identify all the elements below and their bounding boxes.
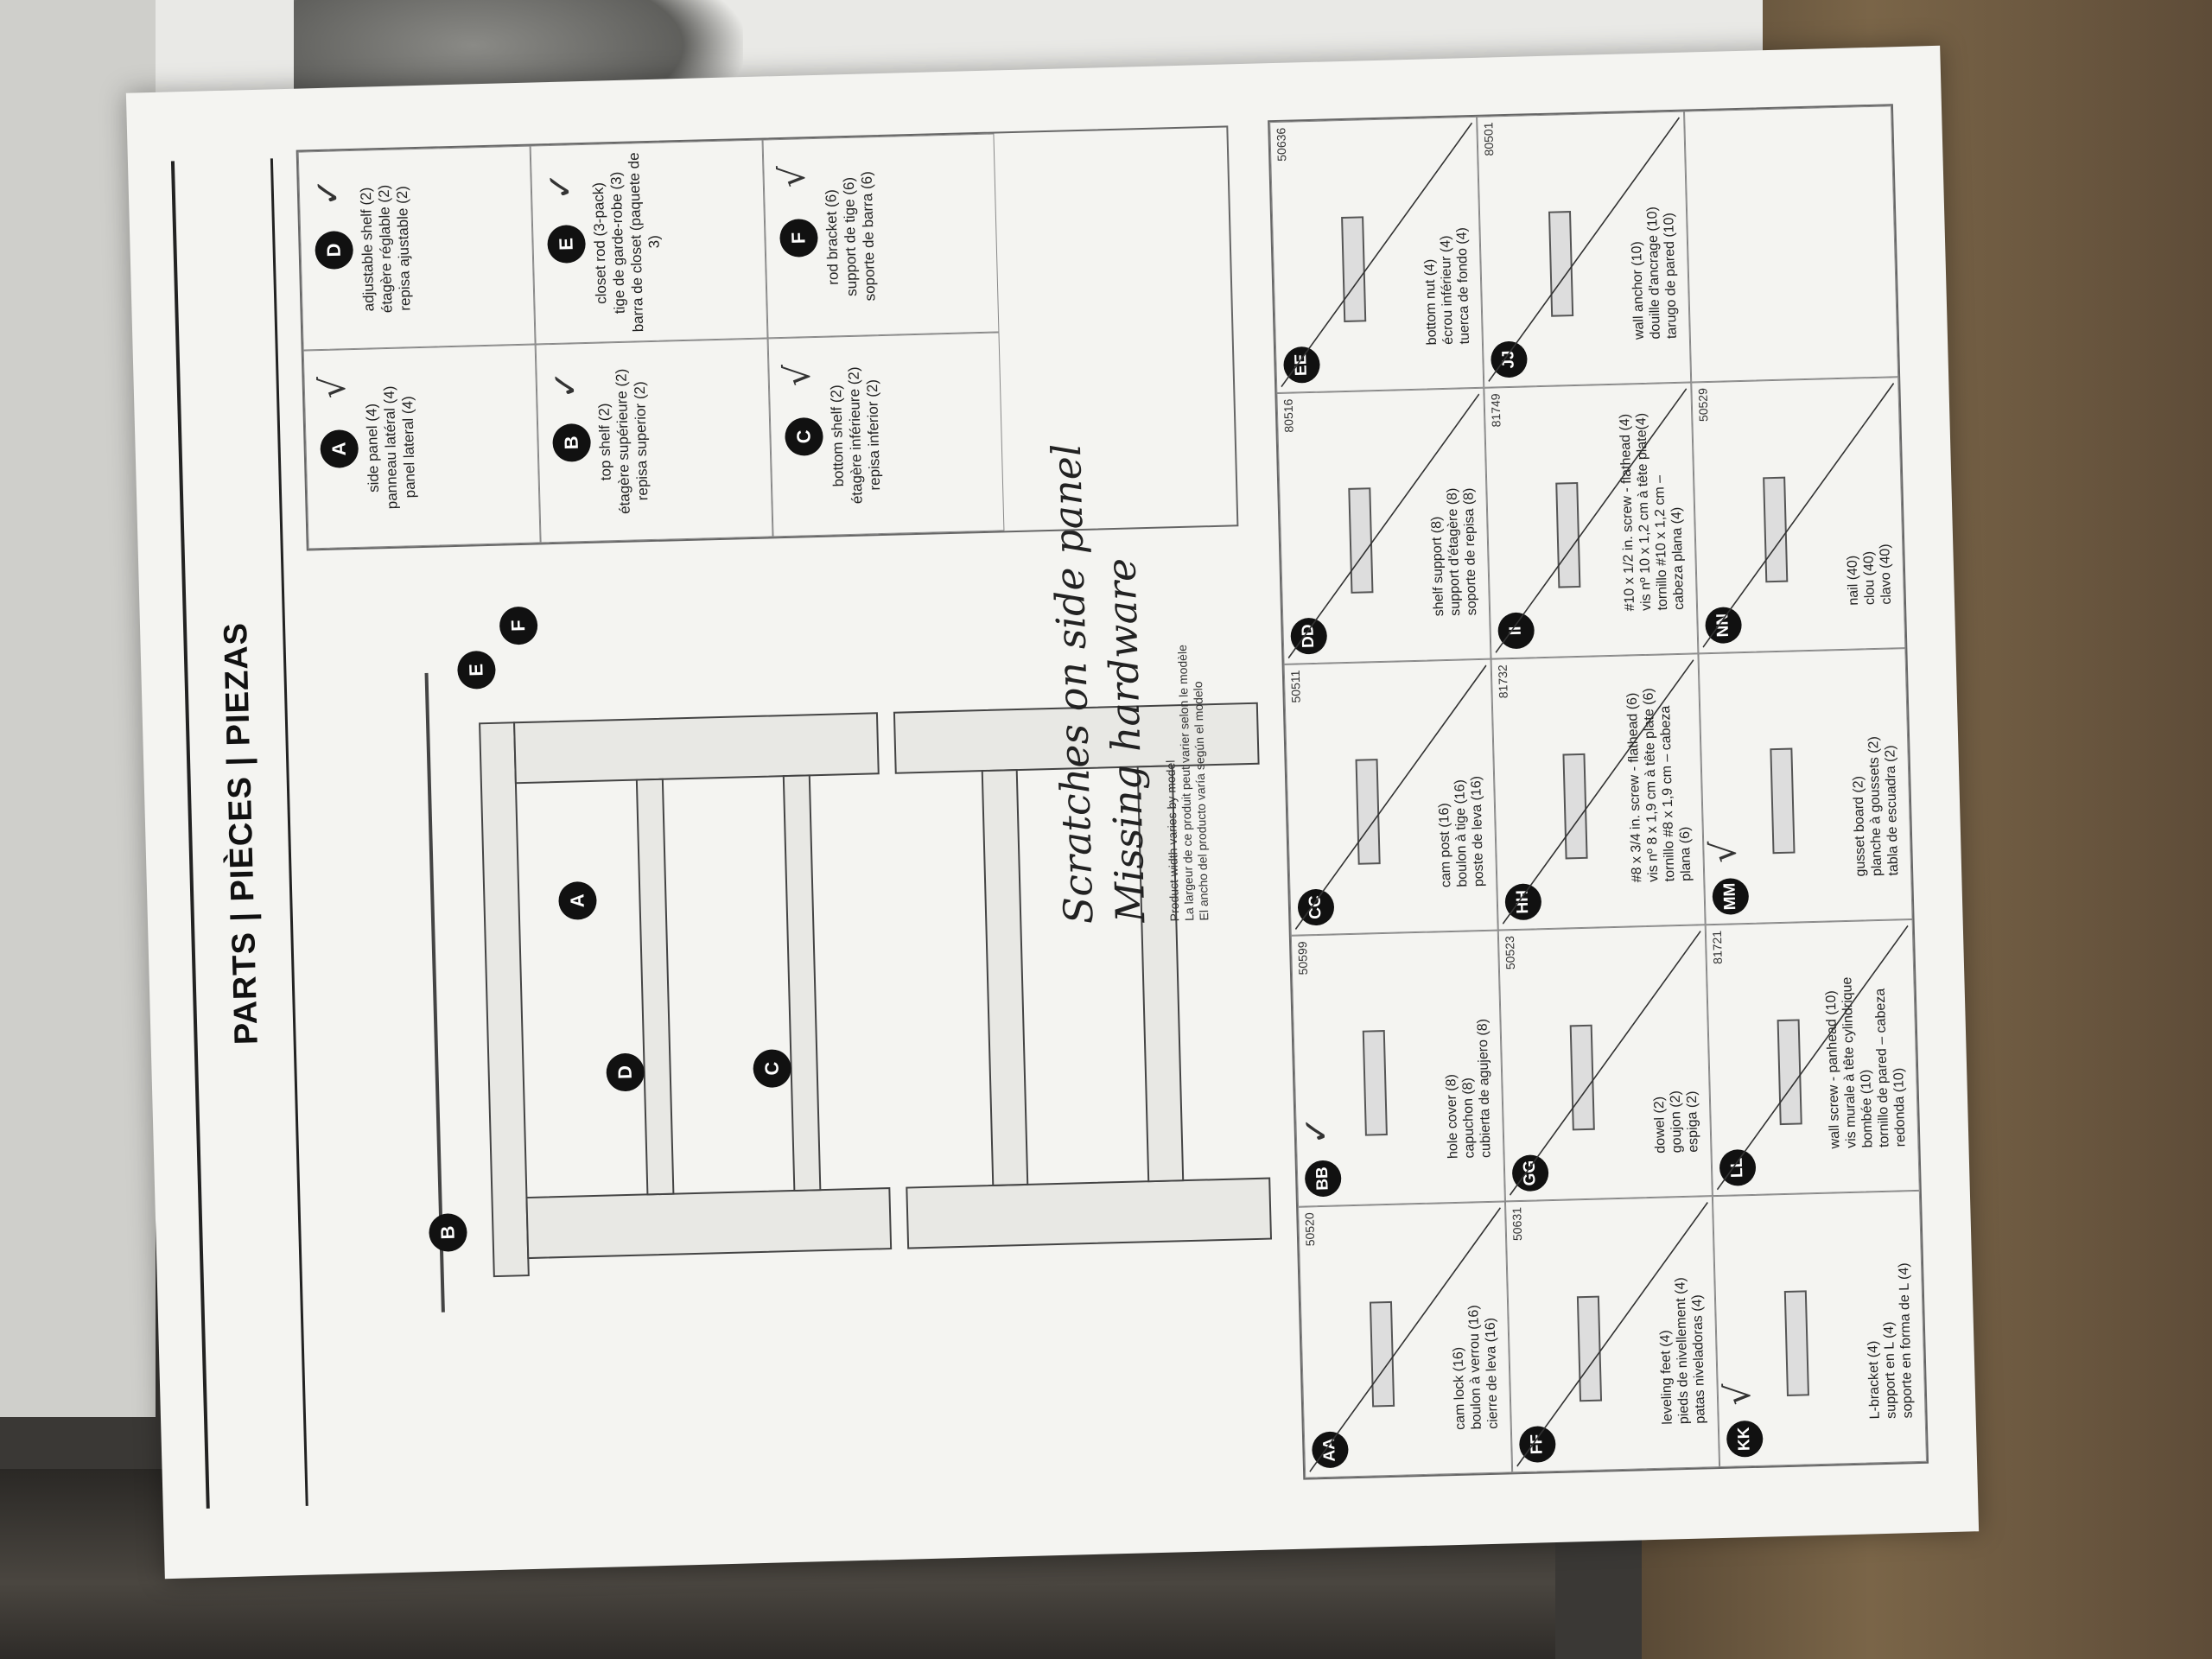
handwritten-check: √ [313, 376, 354, 399]
hardware-shape [1783, 1290, 1809, 1396]
hardware-illustration [1783, 1290, 1809, 1396]
cross-out-mark [1716, 925, 1909, 1191]
side-panel-mid [513, 712, 880, 785]
cross-out-mark [1309, 1207, 1501, 1472]
top-rule [170, 161, 210, 1509]
part-badge-c: C [784, 416, 823, 456]
cross-out-line [1294, 664, 1487, 931]
cross-out-line [1502, 659, 1694, 925]
side-panel-lower-left [906, 1177, 1273, 1249]
handwritten-note-missing: Missing hardware [1097, 557, 1154, 924]
hardware-cell-bb: BB 50599 hole cover (8)capuchon (8)cubiert… [1290, 930, 1505, 1207]
cross-out-line [1488, 117, 1680, 383]
hardware-description: hole cover (8)capuchon (8)cubierta de ag… [1440, 940, 1495, 1159]
shelf-b-left [479, 721, 530, 1278]
shelf-lower [981, 769, 1029, 1186]
cross-out-mark [1510, 931, 1701, 1196]
hardware-description: gusset board (2)planche à goussets (2)ta… [1847, 658, 1903, 877]
part-label: soporte de barra (6) [858, 171, 878, 302]
hardware-badge: MM [1712, 877, 1750, 916]
hardware-cell-kk: KK L-bracket (4)support en L (4)soporte e… [1712, 1190, 1928, 1468]
handwritten-check: √ [1718, 1382, 1759, 1407]
cross-out-mark [1294, 664, 1487, 931]
cross-out-line [1516, 1201, 1708, 1467]
hardware-cell-empty [1684, 105, 1899, 383]
page-title: PARTS | PIÈCES | PIEZAS [217, 621, 265, 1046]
cross-out-mark [1516, 1201, 1708, 1467]
closet-rod [424, 672, 445, 1313]
hardware-badge: KK [1726, 1420, 1764, 1458]
handwritten-check: √ [1704, 840, 1745, 864]
cross-out-line [1510, 931, 1701, 1196]
hardware-illustration [1770, 747, 1796, 855]
shelf-c [782, 774, 822, 1192]
hardware-shape [1770, 747, 1796, 855]
hardware-description: L-bracket (4)support en L (4)soporte en … [1861, 1200, 1916, 1419]
part-badge-b: B [551, 423, 591, 462]
handwritten-check: ✓ [545, 369, 587, 400]
shelf-bottom [1136, 765, 1185, 1183]
part-badge-a: A [320, 429, 359, 469]
cross-out-line [1702, 382, 1895, 648]
cross-out-mark [1488, 117, 1680, 383]
hardware-badge: BB [1304, 1160, 1342, 1198]
instruction-sheet: PARTS | PIÈCES | PIEZAS B D [125, 45, 1980, 1580]
handwritten-check: ✓ [1296, 1116, 1338, 1146]
handwritten-check: ✓ [308, 177, 349, 207]
cross-out-mark [1495, 388, 1688, 653]
shelf-d [635, 778, 675, 1196]
hardware-illustration [1362, 1030, 1388, 1136]
cross-out-line [1716, 925, 1909, 1191]
handwritten-check: √ [772, 165, 813, 188]
part-badge-d: D [315, 230, 354, 270]
hardware-description [1882, 116, 1888, 334]
product-note: Product width varies by model La largeur… [1160, 644, 1211, 922]
closet-drawing [424, 672, 1273, 1313]
side-panel-left [525, 1187, 893, 1260]
hardware-cell-mm: MM gusset board (2)planche à goussets (2)… [1698, 648, 1913, 925]
hardware-shape [1362, 1030, 1388, 1136]
handwritten-check: ✓ [540, 171, 582, 201]
cross-out-mark [1287, 393, 1480, 659]
cross-out-mark [1702, 382, 1895, 648]
cross-out-line [1281, 122, 1473, 388]
cross-out-line [1495, 388, 1688, 653]
cross-out-line [1309, 1207, 1501, 1472]
part-number: 50599 [1295, 941, 1311, 976]
closet-diagram: B D C A E F [372, 582, 1300, 1382]
side-panel-lower-right [893, 702, 1260, 774]
part-badge-f: F [779, 218, 818, 258]
part-label: barra de closet (paquete de 3) [625, 152, 663, 333]
cross-out-mark [1502, 659, 1694, 925]
part-label: panel lateral (4) [399, 396, 419, 499]
cross-out-line [1287, 393, 1480, 659]
sheet-content: PARTS | PIÈCES | PIEZAS B D [136, 80, 1969, 1544]
part-badge-e: E [546, 224, 586, 264]
handwritten-check: √ [777, 363, 818, 387]
cross-out-mark [1281, 122, 1473, 388]
